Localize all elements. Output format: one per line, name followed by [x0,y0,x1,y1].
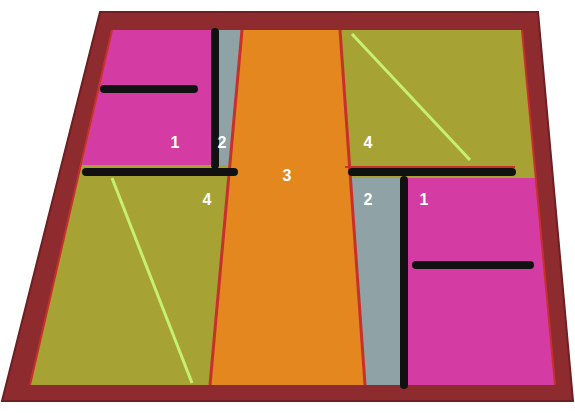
black-wall [400,180,408,385]
callout-number: 4 [203,192,212,208]
outer-frame [2,12,573,401]
black-wall [352,168,512,176]
lane-edge [340,30,365,385]
olive-floor [30,30,555,385]
diagonal-line [112,178,192,383]
callout-number: 2 [218,135,227,151]
lane-edge [210,30,242,385]
pink-room [408,178,555,385]
floor-edge [30,30,112,385]
floor-edge [345,166,515,168]
orange-lane [210,30,365,385]
callout-number: 2 [364,192,373,208]
callout-number: 1 [420,192,429,208]
callout-number: 4 [364,135,373,151]
callout-number: 3 [283,168,292,184]
black-wall [416,261,530,269]
callout-number: 1 [171,135,180,151]
pink-room [82,30,215,165]
black-wall [86,168,234,176]
diagonal-line [352,34,470,160]
black-wall [104,85,194,93]
floor-edge [522,30,555,385]
